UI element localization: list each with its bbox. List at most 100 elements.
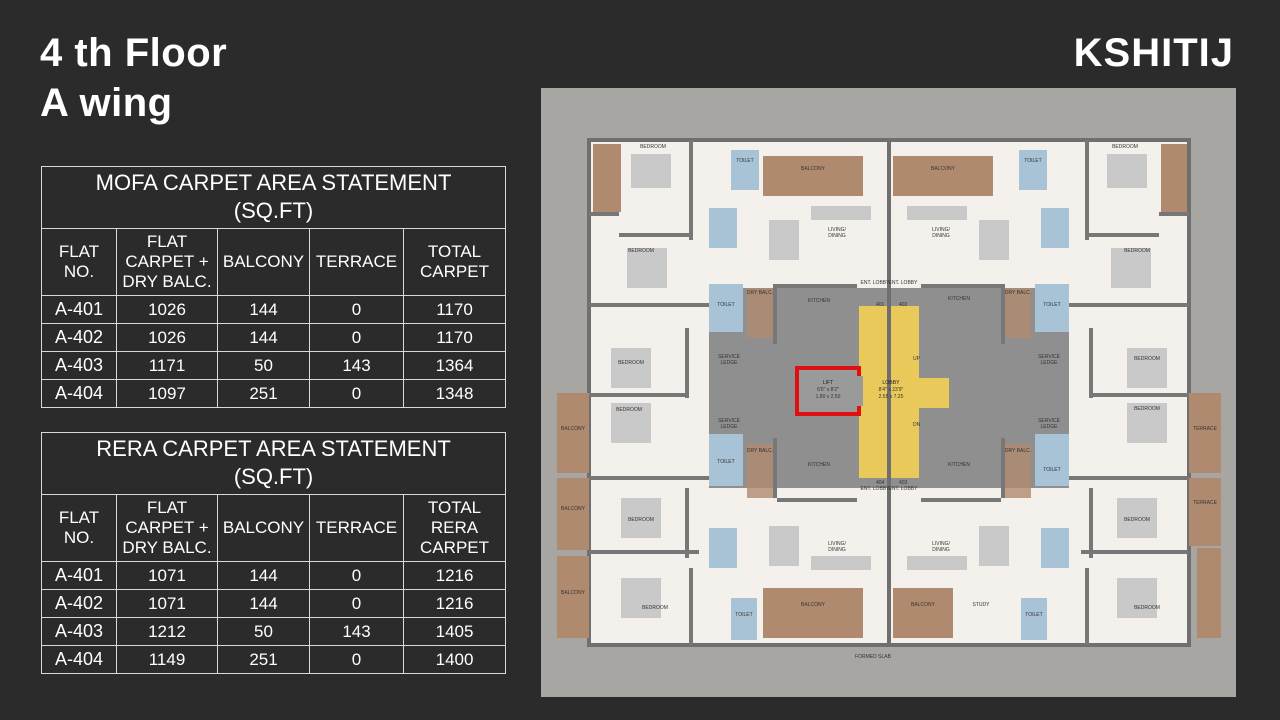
cell: 0 <box>309 295 404 324</box>
room-label: KITCHEN <box>948 296 970 302</box>
dry-balcony <box>747 444 773 498</box>
room-label: DINING <box>828 233 846 239</box>
toilet <box>731 150 759 190</box>
toilet <box>709 528 737 568</box>
room-label: BALCONY <box>801 602 826 608</box>
cell: 1170 <box>402 323 507 352</box>
cell: 251 <box>217 645 310 674</box>
floor-label: 4 th Floor <box>40 31 228 75</box>
room-label: DRY BALC. <box>747 290 773 296</box>
room-label: BEDROOM <box>616 407 642 413</box>
room-label: LIVING/ <box>932 541 950 547</box>
room-label: KITCHEN <box>808 462 830 468</box>
cell: A-402 <box>41 323 117 352</box>
cell: 1364 <box>402 351 507 380</box>
cell: A-403 <box>41 617 117 646</box>
balcony-403 <box>893 588 953 638</box>
room-label: DRY BALC. <box>747 448 773 454</box>
wing-label: A wing <box>40 81 173 125</box>
room-label: LIVING/ <box>932 227 950 233</box>
cell: 144 <box>217 295 310 324</box>
flat-number-403: 403 <box>899 480 908 486</box>
balcony-right-top <box>1161 144 1187 212</box>
room-label: DINING <box>828 547 846 553</box>
formed-slab-label: FORMED SLAB <box>855 654 892 660</box>
floor-plan: LIFT 6'0" x 8'2" 1.80 x 2.50 LOBBY 8'4" … <box>541 88 1236 697</box>
cell: A-403 <box>41 351 117 380</box>
room-label: TERRACE <box>1193 426 1218 432</box>
toilet <box>1041 208 1069 248</box>
flat-number-401: 401 <box>876 302 885 308</box>
room-label: TOILET <box>1043 302 1060 308</box>
lift-dim: 1.80 x 2.50 <box>816 394 841 400</box>
stair-down-label: DN <box>913 422 921 428</box>
cell: 1026 <box>116 323 218 352</box>
room-label: BEDROOM <box>1124 248 1150 254</box>
terrace-right-low <box>1189 478 1221 546</box>
lobby-label: LOBBY <box>882 380 900 386</box>
room-label: TOILET <box>1025 612 1042 618</box>
room-label: BALCONY <box>911 602 936 608</box>
room-label: BEDROOM <box>618 360 644 366</box>
room-label: BEDROOM <box>628 248 654 254</box>
balcony-left-bottom <box>557 556 589 638</box>
room-label: LEDGE <box>721 424 739 430</box>
room-label: TOILET <box>736 158 753 164</box>
room-label: BALCONY <box>561 506 586 512</box>
furniture <box>611 154 1167 618</box>
floor-title: 4 th Floor A wing <box>40 28 227 128</box>
room-label: ENT. LOBBY <box>889 280 919 286</box>
room-label: SERVICE <box>1038 418 1061 424</box>
room-label: DRY BALC. <box>1005 448 1031 454</box>
cell: 143 <box>309 617 404 646</box>
cell: 0 <box>309 323 404 352</box>
balcony-left-top <box>593 144 621 212</box>
cell: A-404 <box>41 379 117 408</box>
room-label: TOILET <box>735 612 752 618</box>
room-label: TOILET <box>717 459 734 465</box>
lift-label: LIFT <box>823 380 834 386</box>
cell: 1170 <box>402 295 507 324</box>
room-label: ENT. LOBBY <box>889 486 919 492</box>
cell: 50 <box>217 351 310 380</box>
cell: 1348 <box>402 379 507 408</box>
cell: A-404 <box>41 645 117 674</box>
col-header-terrace: TERRACE <box>309 494 404 562</box>
cell: 1071 <box>116 561 218 590</box>
room-label: BEDROOM <box>642 605 668 611</box>
cell: 1149 <box>116 645 218 674</box>
cell: 144 <box>217 561 310 590</box>
interior-walls <box>589 140 1189 645</box>
room-label: BEDROOM <box>1134 356 1160 362</box>
flat-number-402: 402 <box>899 302 908 308</box>
toilet <box>709 208 737 248</box>
cell: A-401 <box>41 561 117 590</box>
room-label: BALCONY <box>561 426 586 432</box>
room-label: DRY BALC. <box>1005 290 1031 296</box>
toilet <box>731 598 757 640</box>
room-label: TOILET <box>1024 158 1041 164</box>
cell: A-401 <box>41 295 117 324</box>
toilet <box>709 284 743 332</box>
lift-door-gap <box>851 376 863 406</box>
cell: 0 <box>309 645 404 674</box>
brand-logo: KSHITIJ <box>1073 31 1234 75</box>
cell: 1071 <box>116 589 218 618</box>
lobby-extension <box>919 378 949 408</box>
toilet <box>1021 598 1047 640</box>
lobby-dim: 8'4" x 23'9" <box>879 387 904 393</box>
room-label: TERRACE <box>1193 500 1218 506</box>
room-label: BEDROOM <box>1112 144 1138 150</box>
lift-dim: 6'0" x 8'2" <box>817 387 839 393</box>
toilet <box>1035 434 1069 486</box>
cell: 0 <box>309 379 404 408</box>
